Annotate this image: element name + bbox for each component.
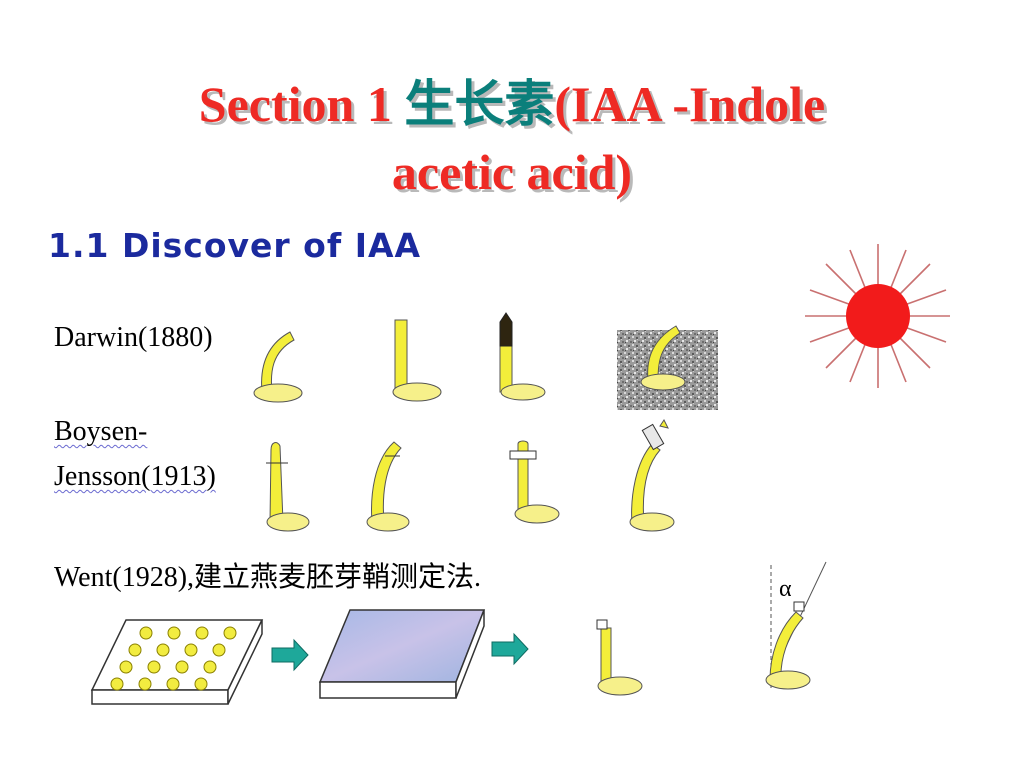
darwin-coleoptile-capped [499, 312, 546, 401]
boysen-label-line2: Jensson(1913) [54, 461, 216, 493]
went-coleoptile-bent: α [765, 561, 827, 690]
sun-icon [805, 244, 950, 388]
darwin-coleoptile-shaded [617, 325, 718, 410]
boysen-coleoptile-3 [509, 440, 560, 524]
seed-tray [90, 619, 264, 705]
boysen-coleoptile-1 [266, 442, 310, 532]
title-prefix: Section 1 [198, 76, 405, 132]
boysen-coleoptile-4 [629, 419, 675, 532]
darwin-coleoptile-decapitated [392, 319, 442, 402]
went-label: Went(1928),建立燕麦胚芽鞘测定法. [54, 562, 482, 593]
agar-block-icon [596, 619, 608, 630]
agar-plate [318, 609, 486, 699]
darwin-label: Darwin(1880) [54, 322, 213, 353]
arrow-right-icon [271, 638, 309, 672]
angle-alpha-label: α [779, 576, 792, 602]
boysen-coleoptile-2 [366, 441, 410, 532]
title-suffix: (IAA -Indole [554, 76, 826, 132]
went-coleoptile-straight [596, 619, 643, 696]
boysen-label-line1: Boysen- [54, 416, 148, 447]
darwin-coleoptile-bent [253, 331, 303, 403]
boysen-name: Jensson(1913) [54, 461, 216, 492]
arrow-right-icon [491, 632, 529, 666]
title-line2: acetic acid) [391, 144, 633, 200]
title-chinese: 生长素 [404, 76, 555, 132]
section-subtitle: 1.1 Discover of IAA [48, 226, 422, 265]
agar-block-icon [509, 450, 537, 460]
slide-title: Section 1 生长素(IAA -Indole acetic acid) [40, 70, 984, 206]
agar-block-icon [793, 601, 805, 612]
